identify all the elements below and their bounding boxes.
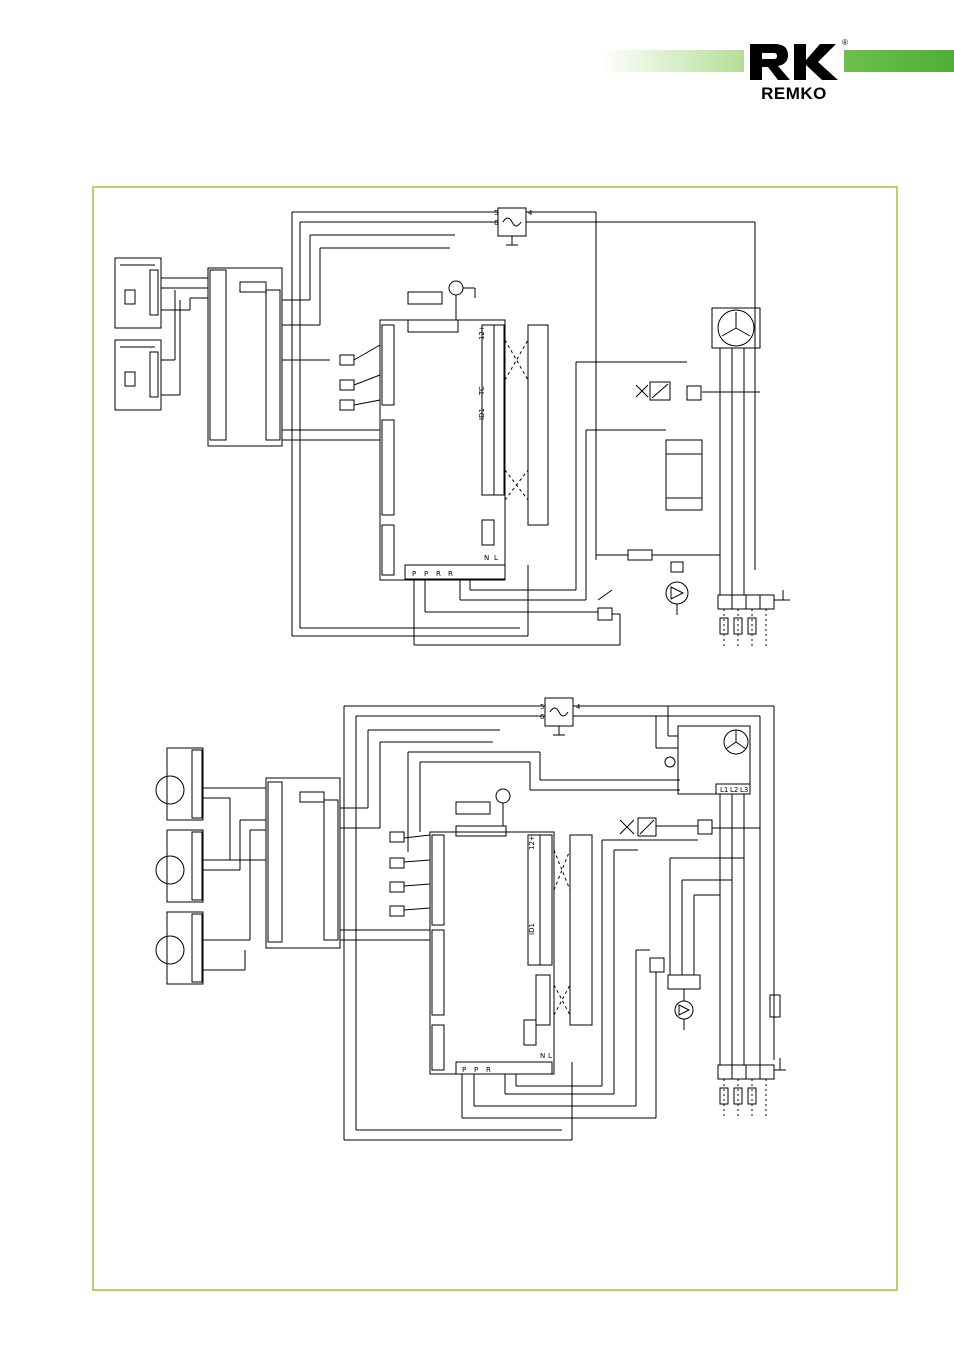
bottom-label-p2: P — [474, 1066, 478, 1074]
bottom-label-12plus: 12+ — [528, 835, 536, 850]
top-wiring-diagram — [114, 207, 790, 648]
bottom-label-l: L — [548, 1052, 552, 1060]
top-label-l: L — [494, 554, 498, 562]
brand-name: REMKO — [761, 84, 827, 103]
bottom-label-n: N — [540, 1052, 545, 1060]
diagram-frame — [92, 186, 898, 1291]
top-label-n: N — [484, 554, 489, 562]
top-label-tc: TC — [478, 386, 486, 396]
bottom-label-l2: L2 — [730, 786, 738, 794]
remko-logo-mark — [744, 40, 844, 82]
top-wire-6: 6 — [494, 219, 499, 227]
top-label-r2: R — [448, 570, 453, 578]
bottom-wire-6: 6 — [540, 713, 545, 721]
bottom-label-l1: L1 — [720, 786, 728, 794]
top-label-r1: R — [436, 570, 441, 578]
top-label-p1: P — [412, 570, 416, 578]
bottom-label-id1: ID1 — [528, 923, 536, 935]
bottom-label-p1: P — [462, 1066, 466, 1074]
bottom-wire-4: 4 — [576, 703, 581, 711]
remko-logo: REMKO — [744, 40, 844, 103]
bottom-label-l3: L3 — [740, 786, 748, 794]
top-wire-5: 5 — [494, 209, 498, 217]
bottom-wire-5: 5 — [540, 703, 544, 711]
top-label-id1: ID1 — [478, 408, 486, 420]
top-wire-4: 4 — [528, 209, 533, 217]
top-label-p2: P — [424, 570, 428, 578]
bottom-wiring-diagram — [155, 697, 786, 1141]
top-label-12plus: 12+ — [478, 325, 486, 340]
trademark-symbol: ® — [842, 38, 848, 47]
bottom-label-r1: R — [486, 1066, 491, 1074]
